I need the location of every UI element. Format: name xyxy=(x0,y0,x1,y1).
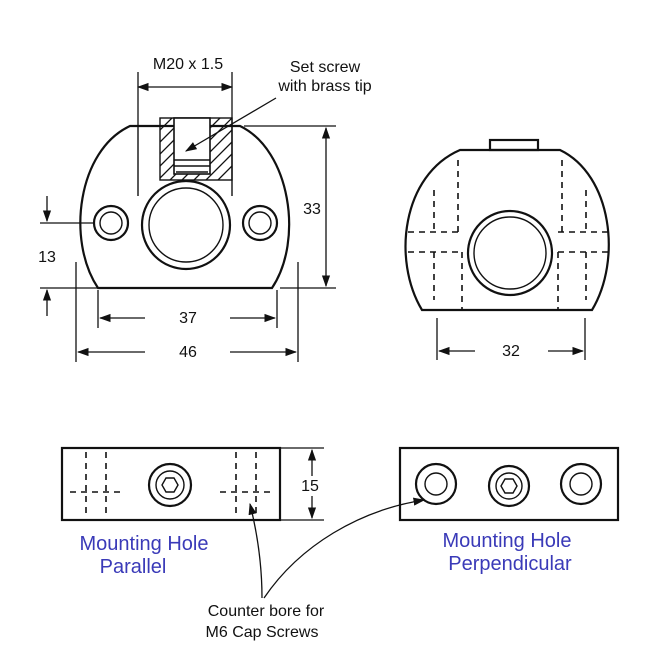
perpendicular-outline xyxy=(398,446,620,522)
right-mount-hole-outer xyxy=(241,204,279,242)
right-mount-hole-inner xyxy=(248,211,272,235)
parallel-hex-socket-icon xyxy=(161,477,179,493)
height-label: 33 xyxy=(303,201,321,218)
side-view: 32 xyxy=(404,138,612,360)
side-view-outline xyxy=(404,148,610,312)
perp-hex-socket-icon xyxy=(500,478,518,494)
counterbore-leader-right xyxy=(263,497,426,599)
perpendicular-caption-line1: Mounting Hole xyxy=(443,530,572,552)
parallel-set-screw-inner xyxy=(155,470,185,500)
side-width-label: 32 xyxy=(502,343,520,360)
side-bore-inner xyxy=(473,216,547,290)
width-label: 46 xyxy=(179,344,197,361)
set-screw-label-line2: with brass tip xyxy=(277,78,371,95)
counterbore-note: Counter bore for M6 Cap Screws xyxy=(206,497,426,641)
parallel-bottom-view: 15 Mounting Hole Parallel xyxy=(60,446,324,578)
set-screw-hole xyxy=(159,117,233,181)
left-mount-hole-inner xyxy=(99,211,123,235)
parallel-outline xyxy=(60,446,282,522)
left-mount-hole-outer xyxy=(92,204,130,242)
main-bore-inner xyxy=(148,187,224,263)
perp-set-screw-inner xyxy=(495,472,523,500)
counterbore-label-line2: M6 Cap Screws xyxy=(206,624,319,641)
hole-height-label: 13 xyxy=(38,249,56,266)
perp-set-screw-outer xyxy=(487,464,531,508)
front-view-outline xyxy=(79,124,291,290)
parallel-set-screw-outer xyxy=(147,462,193,508)
set-screw-label-line1: Set screw xyxy=(290,59,361,76)
parallel-caption-line1: Mounting Hole xyxy=(80,533,209,555)
spacing-label: 37 xyxy=(179,310,197,327)
main-bore-outer xyxy=(140,179,232,271)
set-screw-leader xyxy=(184,97,277,152)
counterbore-leader-left xyxy=(248,502,263,599)
perp-right-hole-inner xyxy=(569,472,593,496)
perp-left-hole-inner xyxy=(424,472,448,496)
thread-label: M20 x 1.5 xyxy=(153,56,223,73)
front-view: M20 x 1.5 Set screw with brass tip 33 13… xyxy=(38,56,372,362)
side-view-boss xyxy=(488,138,540,152)
perp-right-hole-outer xyxy=(559,462,603,506)
perpendicular-bottom-view: Mounting Hole Perpendicular xyxy=(398,446,620,575)
perp-left-hole-outer xyxy=(414,462,458,506)
thickness-label: 15 xyxy=(301,478,319,495)
side-bore-outer xyxy=(466,209,554,297)
perpendicular-caption-line2: Perpendicular xyxy=(448,553,572,575)
counterbore-label-line1: Counter bore for xyxy=(208,603,325,620)
parallel-caption-line2: Parallel xyxy=(100,556,167,578)
